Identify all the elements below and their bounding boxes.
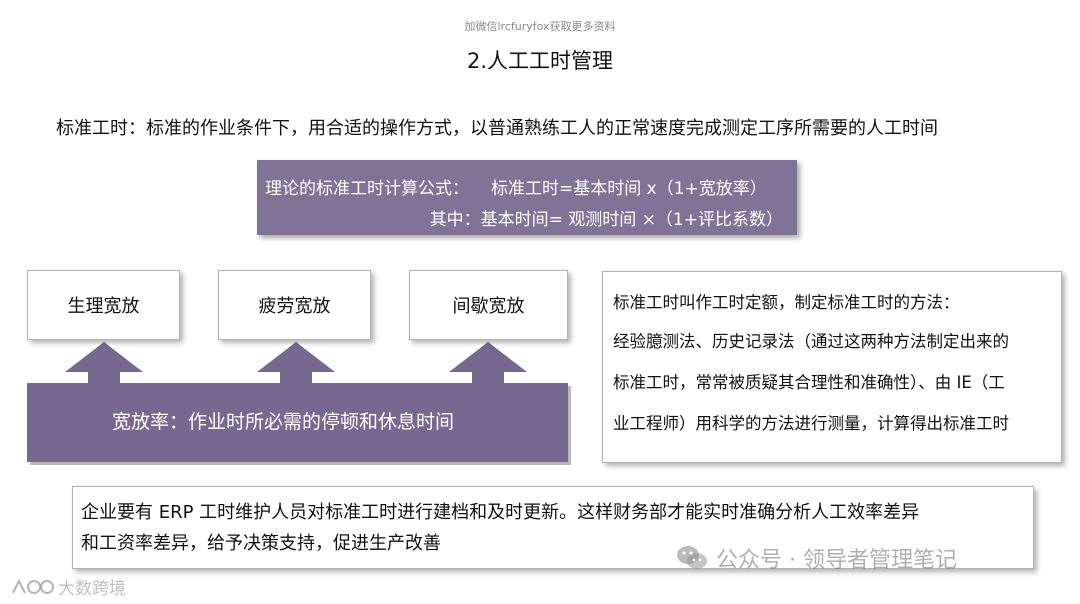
formula-box: 理论的标准工时计算公式： 标准工时=基本时间 x（1+宽放率） 其中：基本时间= … [257, 160, 797, 235]
slide-title: 2.人工工时管理 [466, 49, 614, 73]
methods-line: 标准工时，常常被质疑其合理性和准确性）、由 IE（工 [613, 373, 1005, 392]
corner-watermark-text: 大数跨境 [58, 579, 126, 599]
up-arrow-icon [257, 342, 335, 385]
methods-box: 标准工时叫作工时定额，制定标准工时的方法： 经验臆测法、历史记录法（通过这两种方… [602, 271, 1062, 463]
wechat-icon [677, 546, 707, 569]
corner-logo-icon [12, 578, 54, 594]
factor-fatigue-allowance: 疲劳宽放 [218, 270, 371, 340]
formula-expression: 标准工时=基本时间 x（1+宽放率） [491, 179, 767, 199]
wechat-watermark: 公众号 · 领导者管理笔记 [676, 542, 957, 574]
up-arrow-icon [449, 342, 527, 385]
wechat-watermark-text: 公众号 · 领导者管理笔记 [716, 548, 957, 573]
up-arrow-icon [65, 342, 143, 385]
erp-note-line: 和工资率差异，给予决策支持，促进生产改善 [81, 533, 441, 554]
methods-line: 标准工时叫作工时定额，制定标准工时的方法： [613, 293, 960, 312]
standard-hour-definition: 标准工时：标准的作业条件下，用合适的操作方式，以普通熟练工人的正常速度完成测定工… [56, 118, 938, 139]
allowance-bar [27, 383, 568, 462]
allowance-rate-text: 宽放率：作业时所必需的停顿和休息时间 [112, 411, 455, 433]
formula-label: 理论的标准工时计算公式： [265, 179, 469, 199]
methods-line: 经验臆测法、历史记录法（通过这两种方法制定出来的 [613, 332, 1009, 351]
erp-note-box: 企业要有 ERP 工时维护人员对标准工时进行建档和及时更新。这样财务部才能实时准… [72, 486, 1034, 569]
erp-note-line: 企业要有 ERP 工时维护人员对标准工时进行建档和及时更新。这样财务部才能实时准… [81, 502, 920, 523]
corner-watermark: 大数跨境 [10, 574, 126, 599]
formula-line-1: 理论的标准工时计算公式： 标准工时=基本时间 x（1+宽放率） [265, 174, 767, 199]
methods-line: 业工程师）用科学的方法进行测量，计算得出标准工时 [613, 414, 1009, 433]
formula-detail: 其中：基本时间= 观测时间 ×（1+评比系数） [429, 210, 783, 230]
top-note: 加微信lrcfuryfox获取更多资料 [464, 20, 616, 33]
factor-intermittent-allowance: 间歇宽放 [409, 270, 568, 340]
factor-physiological-allowance: 生理宽放 [27, 270, 180, 340]
